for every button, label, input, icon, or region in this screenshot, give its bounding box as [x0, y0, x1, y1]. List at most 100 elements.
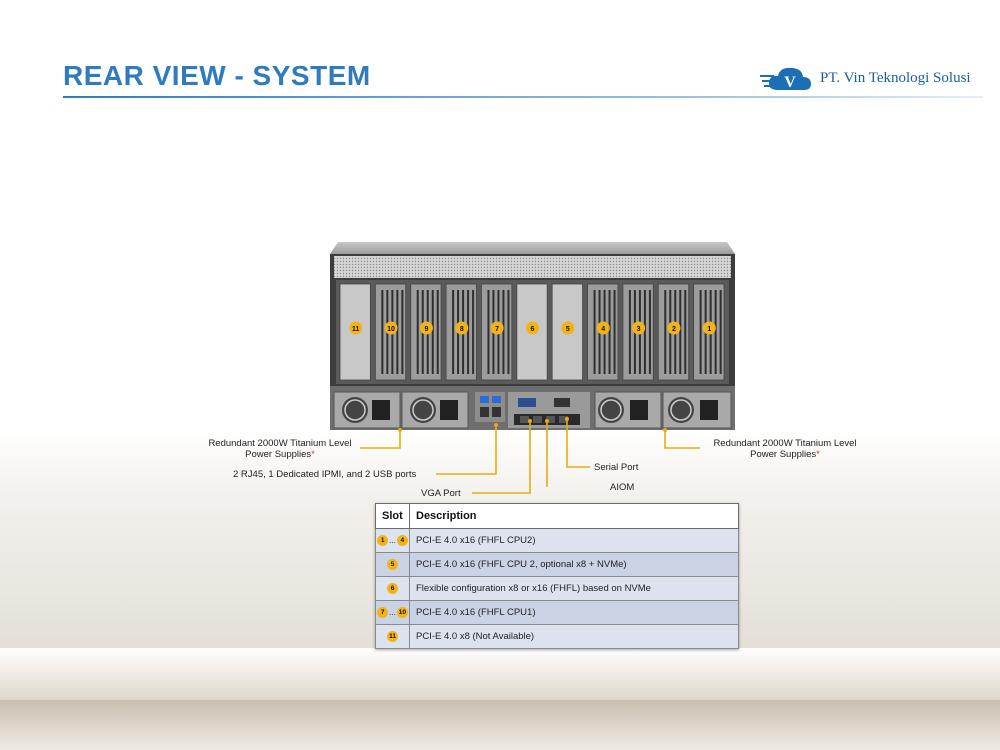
slot-description-table: Slot Description 1...4 PCI-E 4.0 x16 (FH…	[375, 503, 739, 649]
slot-badge-circle	[561, 321, 575, 335]
slot-badge-circle	[419, 321, 433, 335]
slot-description: PCI-E 4.0 x16 (FHFL CPU1)	[409, 600, 739, 625]
leader-dot-serial	[565, 417, 569, 421]
leader-dot-psu-left	[398, 428, 402, 432]
label-psu-left: Redundant 2000W Titanium Level Power Sup…	[202, 438, 358, 460]
header-slot: Slot	[375, 503, 410, 529]
slot-badge-circle	[349, 321, 363, 335]
bracket-vent	[608, 290, 611, 374]
asterisk-note: *	[311, 449, 315, 460]
slot-badge: 10	[396, 606, 408, 618]
label-network-ports: 2 RJ45, 1 Dedicated IPMI, and 2 USB port…	[233, 469, 417, 480]
label-psu-right: Redundant 2000W Titanium Level Power Sup…	[703, 438, 867, 460]
table-row: 1...4 PCI-E 4.0 x16 (FHFL CPU2)	[375, 528, 739, 553]
top-vent-grille	[334, 256, 731, 278]
slot-badge-circle	[667, 321, 681, 335]
bracket-vent	[699, 290, 702, 374]
bracket-vent	[416, 290, 419, 374]
leader-network-ports	[436, 425, 497, 475]
logo-mark: V	[784, 74, 796, 91]
slot-badge-circle	[455, 321, 469, 335]
slot-badge-label: 9	[424, 326, 428, 333]
slot-badge-label: 11	[352, 326, 360, 333]
psu-left-1	[333, 391, 401, 429]
title-underline	[63, 96, 983, 98]
slot-badge-label: 1	[707, 326, 711, 333]
io-ports-panel	[475, 392, 590, 428]
bracket-vent	[452, 290, 455, 374]
leader-dot-vga	[528, 419, 532, 423]
bracket-vent	[436, 290, 439, 374]
leader-dot-aiom	[545, 419, 549, 423]
slot-description: PCI-E 4.0 x8 (Not Available)	[409, 624, 739, 649]
chassis-top	[330, 242, 735, 254]
slot-badge-label: 2	[672, 326, 676, 333]
bracket-vent	[628, 290, 631, 374]
slot-badge-circle	[596, 321, 610, 335]
bracket-vent	[396, 290, 399, 374]
cloud-logo-icon: V	[760, 67, 811, 91]
slot-cell: 11	[375, 624, 410, 649]
slot-badge-label: 3	[637, 326, 641, 333]
psu-right-2	[662, 391, 732, 429]
bracket-vent	[507, 290, 510, 374]
leader-serial-port	[566, 419, 590, 468]
label-psu-right-line1: Redundant 2000W Titanium Level	[713, 438, 857, 449]
leader-dot-psu-right	[663, 428, 667, 432]
slot-description: Flexible configuration x8 or x16 (FHFL) …	[409, 576, 739, 601]
psu-left-2	[401, 391, 469, 429]
background-shelf	[0, 648, 1000, 708]
leader-vga-port	[472, 421, 531, 494]
table-header-row: Slot Description	[375, 503, 739, 529]
leader-dot-network	[494, 423, 498, 427]
slot-badge: 11	[387, 630, 398, 642]
slot-badge-circle	[702, 321, 716, 335]
bracket-vent	[472, 290, 475, 374]
company-name: PT. Vin Teknologi Solusi	[820, 70, 971, 86]
slot-badge-label: 7	[495, 326, 499, 333]
bracket-vent	[431, 290, 434, 374]
slot-range-separator: ...	[389, 607, 396, 617]
label-serial-port: Serial Port	[594, 462, 639, 473]
bracket-vent	[593, 290, 596, 374]
table-row: 6 Flexible configuration x8 or x16 (FHFL…	[375, 576, 739, 601]
slot-description: PCI-E 4.0 x16 (FHFL CPU2)	[409, 528, 739, 553]
slot-badge: 1	[377, 534, 389, 546]
background-shadow	[0, 700, 1000, 750]
bracket-vent	[664, 290, 667, 374]
slot-description: PCI-E 4.0 x16 (FHFL CPU 2, optional x8 +…	[409, 552, 739, 577]
slot-badge: 4	[396, 534, 408, 546]
bracket-vent	[502, 290, 505, 374]
bracket-vent	[714, 290, 717, 374]
table-row: 7...10 PCI-E 4.0 x16 (FHFL CPU1)	[375, 600, 739, 625]
slot-cell: 1...4	[375, 528, 410, 553]
slot-badge: 6	[387, 582, 398, 594]
bracket-vent	[684, 290, 687, 374]
label-psu-left-line1: Redundant 2000W Titanium Level	[208, 438, 352, 449]
slot-cell: 6	[375, 576, 410, 601]
asterisk-note: *	[816, 449, 820, 460]
label-aiom: AIOM	[610, 482, 635, 493]
slot-badge-circle	[384, 321, 398, 335]
label-psu-left-line2: Power Supplies	[245, 449, 312, 460]
slot-cell: 7...10	[375, 600, 410, 625]
slot-badge-label: 10	[387, 326, 395, 333]
slot-badge: 7	[377, 606, 389, 618]
table-row: 5 PCI-E 4.0 x16 (FHFL CPU 2, optional x8…	[375, 552, 739, 577]
bracket-vent	[719, 290, 722, 374]
leader-psu-right	[664, 430, 700, 449]
bracket-vent	[381, 290, 384, 374]
label-psu-right-line2: Power Supplies	[750, 449, 817, 460]
slot-badge-circle	[526, 321, 539, 335]
slot-badge-label: 6	[531, 326, 535, 333]
psu-right-1	[594, 391, 662, 429]
bracket-vent	[643, 290, 646, 374]
bracket-vent	[613, 290, 616, 374]
slot-badge-circle	[490, 321, 504, 335]
table-row: 11 PCI-E 4.0 x8 (Not Available)	[375, 624, 739, 649]
slot-cell: 5	[375, 552, 410, 577]
bracket-vent	[487, 290, 490, 374]
bracket-vent	[679, 290, 682, 374]
